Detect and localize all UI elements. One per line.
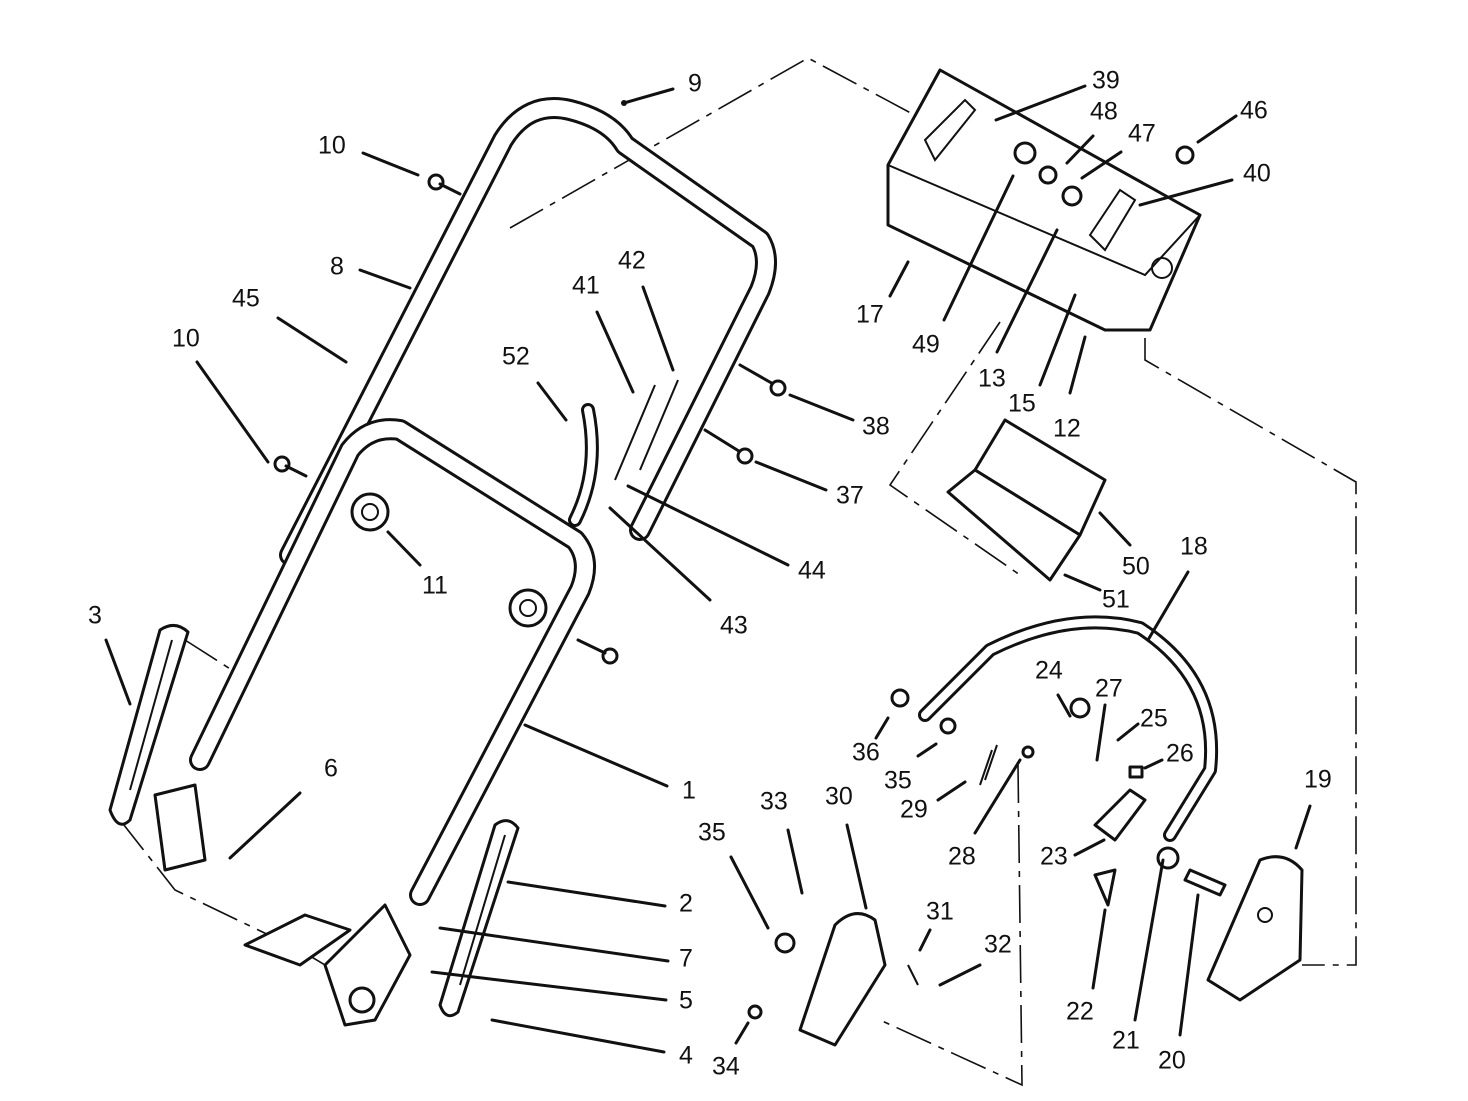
callout-18: 18 xyxy=(1180,533,1208,561)
callout-41: 41 xyxy=(572,272,600,300)
callout-19: 19 xyxy=(1304,766,1332,794)
callout-17: 17 xyxy=(856,301,884,329)
callout-45: 45 xyxy=(232,285,260,313)
callout-35-low: 35 xyxy=(698,819,726,847)
callout-31: 31 xyxy=(926,898,954,926)
callout-48: 48 xyxy=(1090,98,1118,126)
callout-29: 29 xyxy=(900,796,928,824)
callout-49: 49 xyxy=(912,331,940,359)
callout-7: 7 xyxy=(679,945,693,973)
hose-and-cables xyxy=(568,379,679,527)
callout-34: 34 xyxy=(712,1053,740,1081)
callout-4: 4 xyxy=(679,1042,693,1070)
callout-26: 26 xyxy=(1166,740,1194,768)
callout-10-top: 10 xyxy=(318,132,346,160)
callout-20: 20 xyxy=(1158,1047,1186,1075)
callout-3: 3 xyxy=(88,602,102,630)
callout-23: 23 xyxy=(1040,843,1068,871)
callout-40: 40 xyxy=(1243,160,1271,188)
control-panel xyxy=(886,68,1202,332)
bolts xyxy=(273,173,787,665)
callout-9: 9 xyxy=(688,70,702,98)
callout-22: 22 xyxy=(1066,998,1094,1026)
pulley-housings xyxy=(747,855,1304,1047)
callout-11: 11 xyxy=(422,572,448,600)
bail-handle xyxy=(890,615,1227,907)
callout-numbers: 9 10 8 45 10 3 6 11 52 41 42 38 37 44 43… xyxy=(88,67,1332,1081)
callout-52: 52 xyxy=(502,343,530,371)
handle-knobs xyxy=(350,492,548,628)
callout-15: 15 xyxy=(1008,390,1036,418)
callout-24: 24 xyxy=(1035,657,1063,685)
upper-handle xyxy=(279,97,777,566)
callout-36: 36 xyxy=(852,739,880,767)
handle-brackets xyxy=(108,624,520,1018)
callout-8: 8 xyxy=(330,253,344,281)
callout-37: 37 xyxy=(836,482,864,510)
callout-43: 43 xyxy=(720,612,748,640)
callout-27: 27 xyxy=(1095,675,1123,703)
callout-25: 25 xyxy=(1140,705,1168,733)
callout-21: 21 xyxy=(1112,1027,1140,1055)
callout-35-mid: 35 xyxy=(884,767,912,795)
leader-lines xyxy=(104,84,1312,1054)
callout-47: 47 xyxy=(1128,120,1156,148)
callout-33: 33 xyxy=(760,788,788,816)
callout-12: 12 xyxy=(1053,415,1081,443)
callout-39: 39 xyxy=(1092,67,1120,95)
callout-32: 32 xyxy=(984,931,1012,959)
callout-28: 28 xyxy=(948,843,976,871)
callout-42: 42 xyxy=(618,247,646,275)
callout-50: 50 xyxy=(1122,553,1150,581)
callout-46: 46 xyxy=(1240,97,1268,125)
deck-plates xyxy=(153,783,412,1027)
callout-2: 2 xyxy=(679,890,693,918)
callout-38: 38 xyxy=(862,413,890,441)
callout-13: 13 xyxy=(978,365,1006,393)
cover-box xyxy=(946,418,1107,582)
callout-6: 6 xyxy=(324,755,338,783)
callout-51: 51 xyxy=(1102,586,1130,614)
callout-30: 30 xyxy=(825,783,853,811)
callout-10-left: 10 xyxy=(172,325,200,353)
callout-5: 5 xyxy=(679,987,693,1015)
callout-1: 1 xyxy=(682,777,696,805)
lower-handle xyxy=(189,418,596,906)
callout-44: 44 xyxy=(798,557,826,585)
